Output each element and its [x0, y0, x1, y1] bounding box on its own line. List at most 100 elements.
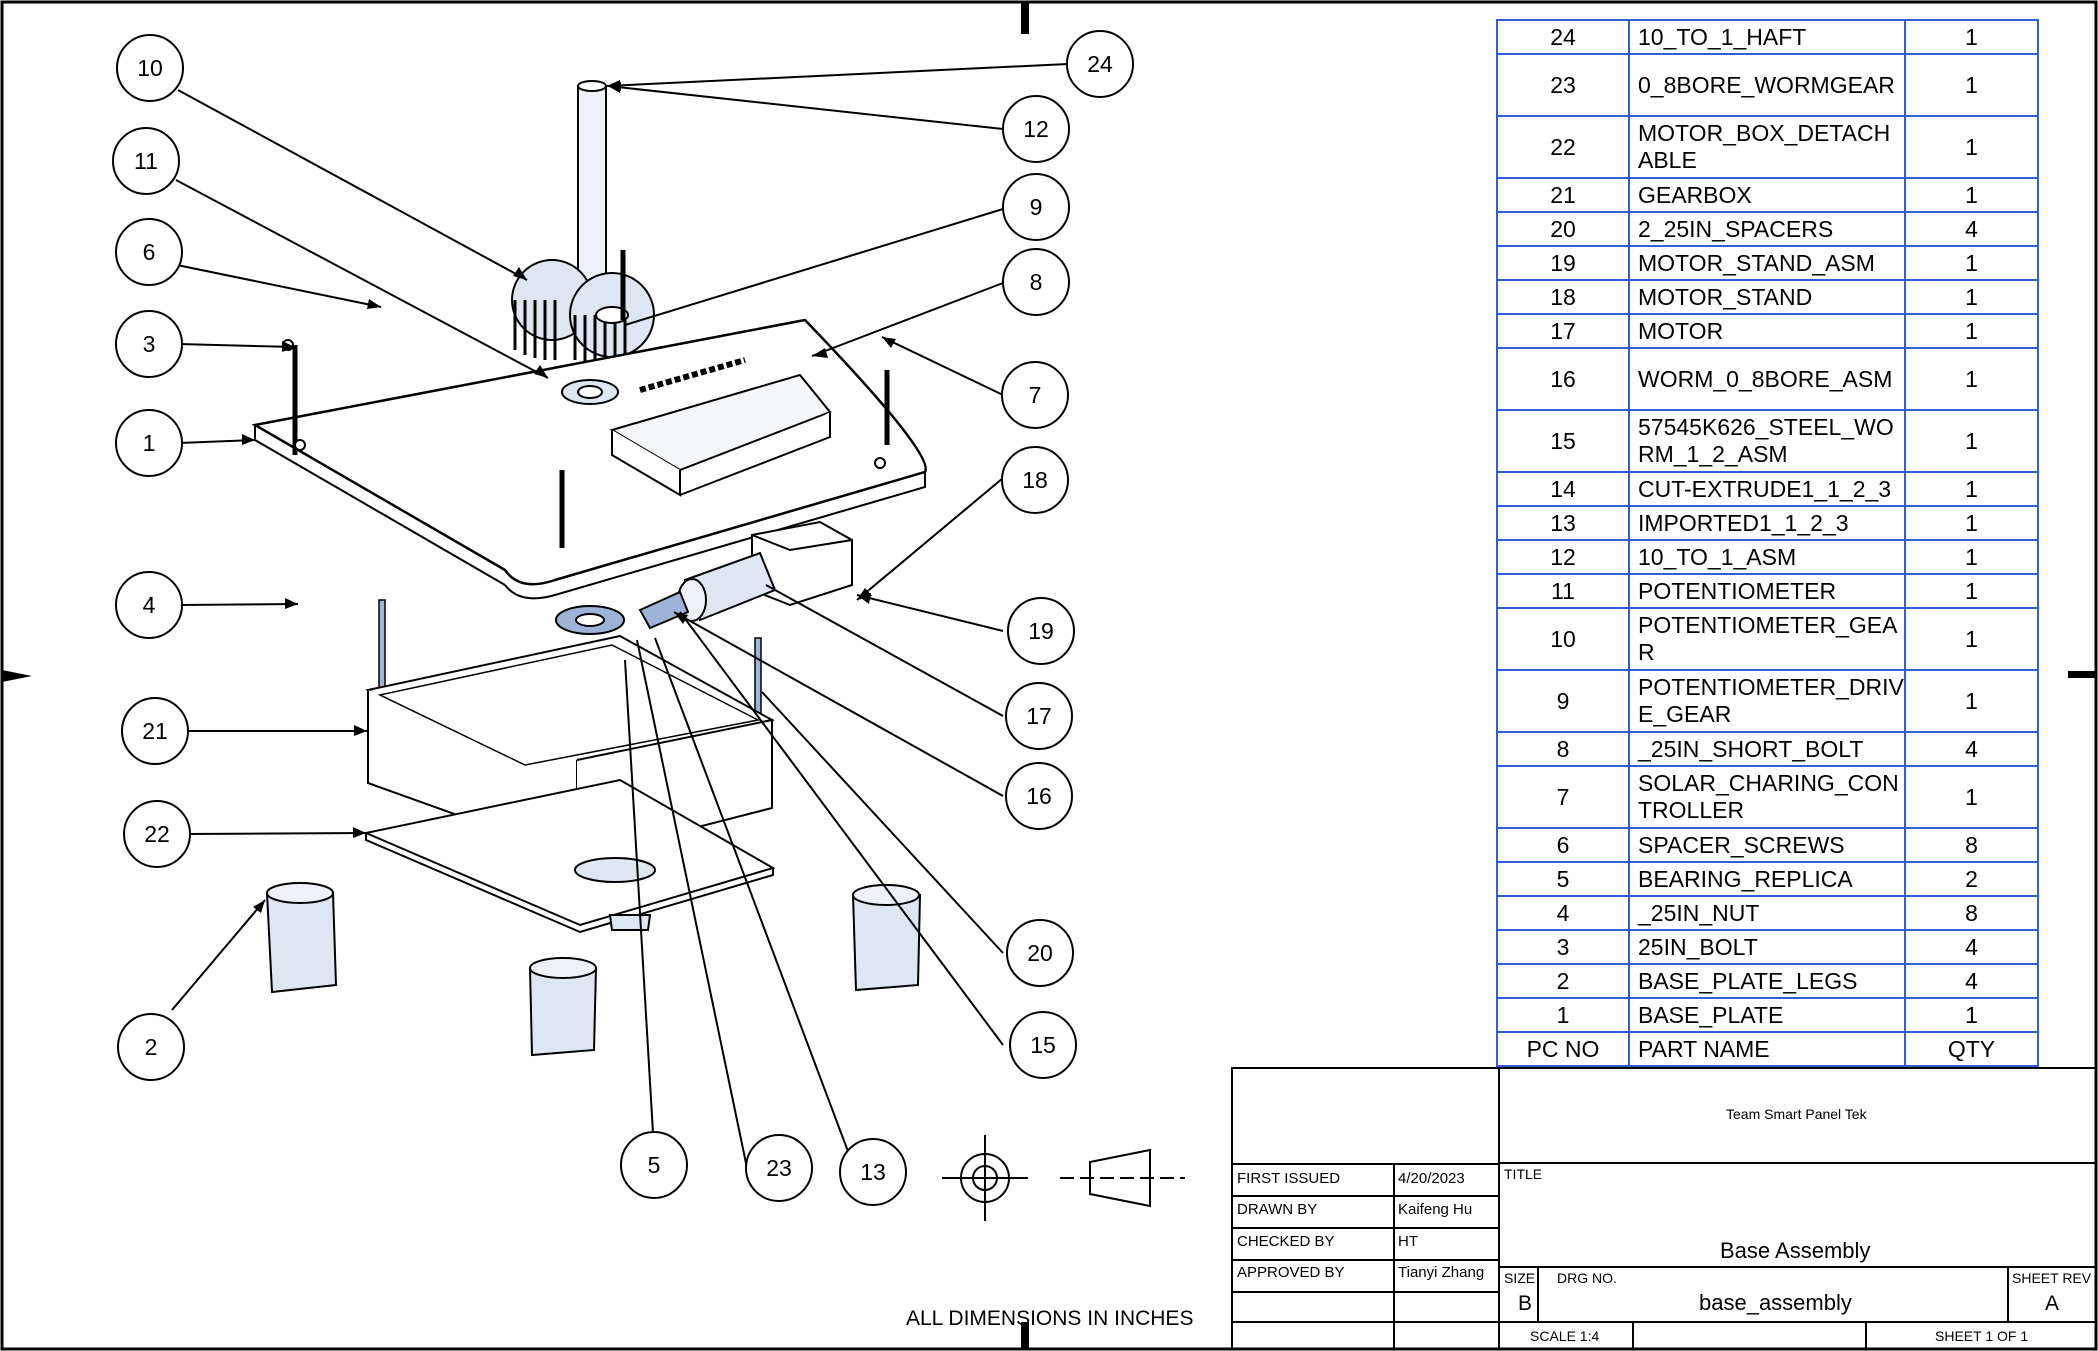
callout-balloon: 6: [115, 218, 183, 286]
bottom-center-mark: [1021, 1322, 1029, 1349]
right-center-mark: [2068, 671, 2096, 678]
bom-pc-cell: 13: [1496, 505, 1630, 541]
callout-label: 9: [1030, 194, 1043, 220]
bom-header-pc: PC NO: [1496, 1031, 1630, 1067]
callout-balloon: 13: [839, 1138, 907, 1206]
bom-pc-cell: 20: [1496, 211, 1630, 247]
arrowheads: [242, 80, 896, 913]
bom-name-cell: 57545K626_STEEL_WORM_1_2_ASM: [1628, 409, 1906, 473]
approved-by-value: Tianyi Zhang: [1398, 1264, 1485, 1281]
callout-label: 20: [1027, 940, 1053, 966]
callout-label: 17: [1026, 703, 1052, 729]
bom-pc-cell: 21: [1496, 177, 1630, 213]
checked-by-label: CHECKED BY: [1237, 1233, 1335, 1250]
bom-name-cell: MOTOR_STAND: [1628, 279, 1906, 315]
callout-balloon: 22: [123, 800, 191, 868]
callout-label: 10: [137, 55, 163, 81]
bom-pc-cell: 24: [1496, 19, 1630, 55]
first-issued-label: FIRST ISSUED: [1237, 1170, 1341, 1187]
callout-label: 23: [766, 1155, 792, 1181]
callout-label: 7: [1029, 382, 1042, 408]
sheet-count: SHEET 1 OF 1: [1935, 1328, 2029, 1344]
bom-name-cell: SOLAR_CHARING_CONTROLLER: [1628, 765, 1906, 829]
bom-name-cell: WORM_0_8BORE_ASM: [1628, 347, 1906, 411]
bom-pc-cell: 16: [1496, 347, 1630, 411]
bom-name-cell: BEARING_REPLICA: [1628, 861, 1906, 897]
bom-name-cell: BASE_PLATE_LEGS: [1628, 963, 1906, 999]
bom-qty-cell: 1: [1904, 347, 2039, 411]
bom-name-cell: 2_25IN_SPACERS: [1628, 211, 1906, 247]
bom-qty-cell: 1: [1904, 313, 2039, 349]
bom-qty-cell: 1: [1904, 177, 2039, 213]
bom-name-cell: MOTOR_STAND_ASM: [1628, 245, 1906, 281]
callout-balloon: 20: [1006, 919, 1074, 987]
first-issued-value: 4/20/2023: [1398, 1170, 1465, 1187]
bom-qty-cell: 1: [1904, 409, 2039, 473]
scale-value: SCALE 1:4: [1530, 1328, 1600, 1344]
bom-qty-cell: 8: [1904, 895, 2039, 931]
bom-name-cell: _25IN_NUT: [1628, 895, 1906, 931]
bom-pc-cell: 12: [1496, 539, 1630, 575]
callout-balloon: 23: [745, 1134, 813, 1202]
callout-balloon: 8: [1002, 248, 1070, 316]
bom-qty-cell: 4: [1904, 211, 2039, 247]
bom-name-cell: POTENTIOMETER_DRIVE_GEAR: [1628, 669, 1906, 733]
bom-name-cell: _25IN_SHORT_BOLT: [1628, 731, 1906, 767]
bom-name-cell: BASE_PLATE: [1628, 997, 1906, 1033]
bom-name-cell: IMPORTED1_1_2_3: [1628, 505, 1906, 541]
checked-by-value: HT: [1398, 1233, 1418, 1250]
bom-qty-cell: 1: [1904, 669, 2039, 733]
bom-pc-cell: 1: [1496, 997, 1630, 1033]
assembly-view: [251, 80, 927, 1057]
bom-pc-cell: 15: [1496, 409, 1630, 473]
bom-name-cell: GEARBOX: [1628, 177, 1906, 213]
bom-name-cell: CUT-EXTRUDE1_1_2_3: [1628, 471, 1906, 507]
title-block-grid: [1231, 1067, 2097, 1350]
size-label: SIZE: [1504, 1270, 1536, 1286]
bom-pc-cell: 9: [1496, 669, 1630, 733]
projection-symbol: [942, 1135, 1185, 1221]
callout-balloon: 1: [115, 409, 183, 477]
bom-pc-cell: 14: [1496, 471, 1630, 507]
units-note: ALL DIMENSIONS IN INCHES: [906, 1307, 1194, 1330]
drawing-title: Base Assembly: [1720, 1238, 1871, 1263]
callout-label: 4: [143, 592, 156, 618]
sheet-rev-label: SHEET REV: [2012, 1270, 2092, 1286]
callout-label: 2: [145, 1034, 158, 1060]
bom-header-name: PART NAME: [1628, 1031, 1906, 1067]
bom-name-cell: SPACER_SCREWS: [1628, 827, 1906, 863]
bom-pc-cell: 11: [1496, 573, 1630, 609]
callout-balloon: 16: [1005, 762, 1073, 830]
bom-qty-cell: 1: [1904, 539, 2039, 575]
leg-parts: [265, 882, 922, 1057]
bom-qty-cell: 1: [1904, 245, 2039, 281]
bom-pc-cell: 3: [1496, 929, 1630, 965]
top-center-mark: [1021, 2, 1029, 34]
bom-qty-cell: 1: [1904, 19, 2039, 55]
shaft-top: [577, 80, 607, 92]
bom-qty-cell: 1: [1904, 765, 2039, 829]
bom-qty-cell: 8: [1904, 827, 2039, 863]
callout-balloon: 5: [620, 1131, 688, 1199]
drawn-by-value: Kaifeng Hu: [1398, 1201, 1473, 1218]
shaft-part: [577, 85, 607, 287]
